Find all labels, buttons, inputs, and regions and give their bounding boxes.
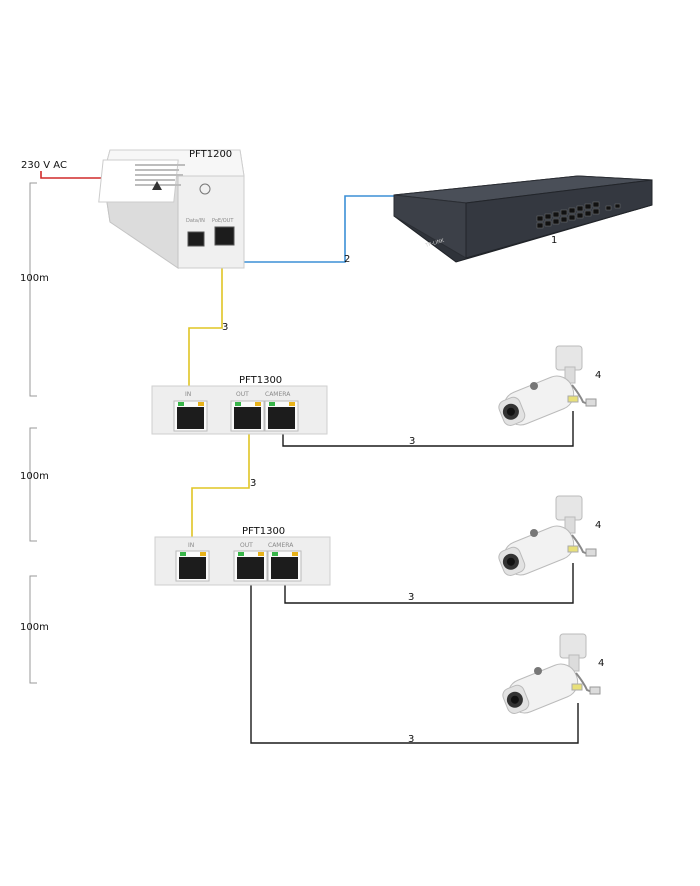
injector-port-in-label: Data/IN <box>186 218 205 224</box>
extender2-name: PFT1300 <box>242 526 285 537</box>
switch-cable-number: 2 <box>344 254 350 265</box>
extender1-name: PFT1300 <box>239 375 282 386</box>
distance-label-3: 100m <box>20 622 49 633</box>
camera-cable-number-1: 3 <box>409 436 415 447</box>
camera3-number: 4 <box>598 658 604 669</box>
extender1-port-camera-label: CAMERA <box>265 391 291 398</box>
camera2-number: 4 <box>595 520 601 531</box>
poe-cable-segment-1 <box>188 253 223 392</box>
camera-cable-1 <box>282 411 574 447</box>
extender1-port-in-label: IN <box>185 391 191 398</box>
injector-name: PFT1200 <box>189 149 232 160</box>
extender1-port-out[interactable] <box>230 400 265 432</box>
poe-cable-number-1: 3 <box>222 322 228 333</box>
extender2-port-in[interactable] <box>175 550 210 582</box>
poe-cable-number-2: 3 <box>250 478 256 489</box>
power-label: 230 V AC <box>21 160 67 171</box>
extender2-port-in-label: IN <box>188 542 194 549</box>
extender-pft1300-1: IN OUT CAMERA <box>151 385 328 435</box>
ip-camera-1 <box>498 345 597 426</box>
extender1-port-in[interactable] <box>173 400 208 432</box>
power-wire <box>40 171 106 179</box>
camera-cable-number-2: 3 <box>408 592 414 603</box>
camera-cable-number-3: 3 <box>408 734 414 745</box>
extender1-port-camera[interactable] <box>264 400 299 432</box>
extender2-port-out[interactable] <box>233 550 268 582</box>
injector-port-in[interactable] <box>187 231 205 247</box>
extender2-port-camera[interactable] <box>267 550 302 582</box>
extender2-port-camera-label: CAMERA <box>268 542 294 549</box>
distance-bracket-1 <box>29 182 37 397</box>
switch-ports <box>536 201 621 229</box>
injector-port-out[interactable] <box>214 226 235 246</box>
extender-pft1300-2: IN OUT CAMERA <box>154 536 331 586</box>
switch-brand: TP-LINK <box>424 238 446 249</box>
switch-number: 1 <box>551 235 557 246</box>
distance-bracket-2 <box>29 427 37 542</box>
camera-cable-2 <box>284 563 574 604</box>
distance-label-1: 100m <box>20 273 49 284</box>
distance-bracket-3 <box>29 575 37 684</box>
injector-port-out-label: PoE/OUT <box>212 218 234 224</box>
distance-label-2: 100m <box>20 471 49 482</box>
poe-injector-pft1200: Data/IN PoE/OUT <box>98 149 245 269</box>
extender2-port-out-label: OUT <box>240 542 253 549</box>
camera-cable-3 <box>250 583 579 744</box>
ip-camera-3 <box>502 633 601 714</box>
network-switch: TP-LINK <box>393 175 653 263</box>
extender1-port-out-label: OUT <box>236 391 249 398</box>
ip-camera-2 <box>498 495 597 576</box>
camera1-number: 4 <box>595 370 601 381</box>
poe-cable-segment-2 <box>191 431 250 545</box>
